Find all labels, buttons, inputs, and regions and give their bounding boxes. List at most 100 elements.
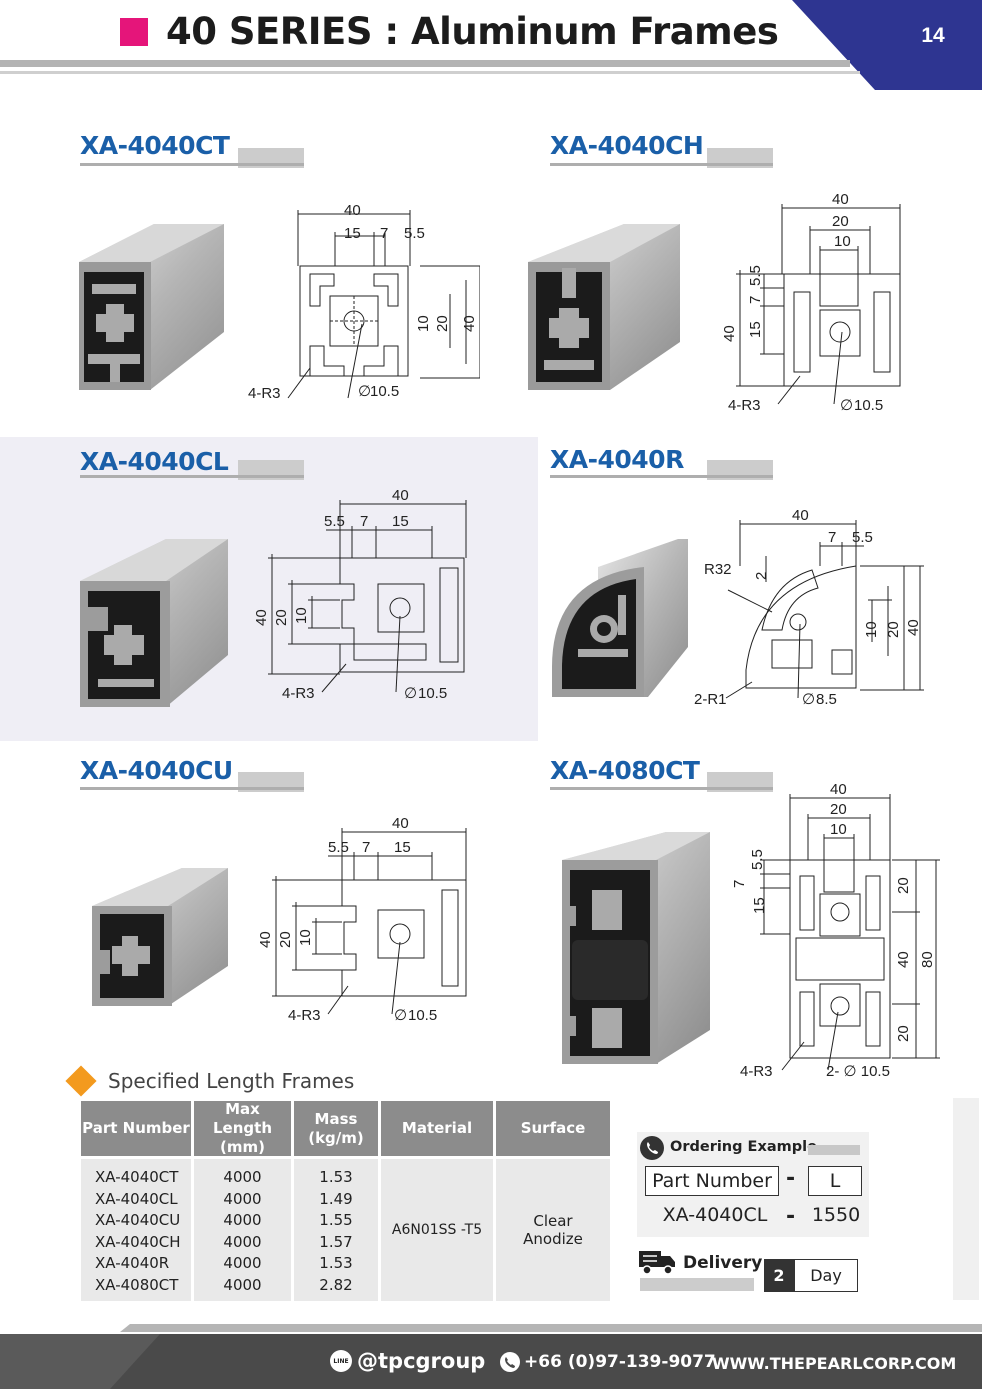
dim-label: 20 (273, 609, 290, 626)
header-rule-thin (0, 71, 860, 74)
profile-photo-4040cu (92, 868, 228, 1006)
table-cell: 4000 (223, 1275, 262, 1294)
dim-label: 15 (392, 513, 409, 530)
table-cell: Anodize (523, 1230, 583, 1248)
dim-label: 15 (394, 839, 411, 856)
table-cell: 4000 (223, 1232, 262, 1251)
dim-label: 7 (747, 296, 764, 304)
dim-label: 7 (362, 839, 370, 856)
title-underline (550, 475, 773, 478)
dim-label: 5.5 (324, 513, 345, 530)
product-title-4040ct: XA-4040CT (80, 131, 230, 160)
footer-website-link[interactable]: WWW.THEPEARLCORP.COM (712, 1354, 957, 1373)
table-cell: 4000 (223, 1254, 262, 1273)
footer-phone[interactable]: +66 (0)97-139-9077 (500, 1352, 716, 1372)
table-cell: XA-4040R (95, 1254, 170, 1273)
product-title-4080ct: XA-4080CT (550, 756, 700, 785)
dim-label: 10.5 (370, 383, 399, 400)
dim-label: 10 (830, 821, 847, 838)
dim-label: 7 (360, 513, 368, 530)
dim-label: 7 (380, 225, 388, 242)
table-header-length: Max Length (mm) (194, 1100, 291, 1156)
footer-social[interactable]: LINE @tpcgroup (330, 1349, 485, 1373)
profile-photo-4040ch (528, 224, 680, 390)
dim-label: 10 (863, 621, 880, 638)
table-column-material: A6N01SS -T5 (381, 1159, 493, 1301)
table-cell: 1.49 (319, 1189, 353, 1208)
dim-label: 4-R3 (248, 385, 281, 402)
dim-label: 10 (415, 315, 432, 332)
dim-label: 20 (434, 315, 451, 332)
ordering-title: Ordering Example (670, 1139, 817, 1155)
phone-icon (500, 1352, 520, 1372)
table-cell: 4000 (223, 1168, 262, 1186)
table-column-part: XA-4040CT XA-4040CL XA-4040CU XA-4040CH … (81, 1159, 191, 1301)
dim-label: 20 (895, 877, 912, 894)
profile-photo-4040r (552, 539, 688, 697)
dim-label: 40 (792, 507, 809, 524)
table-column-surface: Clear Anodize (496, 1159, 610, 1301)
drawing-4040r: 40 7 5.5 R32 2-R1 8.5 ∅ 2 10 20 40 (694, 507, 924, 708)
svg-text:∅: ∅ (358, 383, 371, 400)
header-tab (792, 0, 982, 90)
header-accent-square (120, 18, 148, 46)
product-title-4040cu: XA-4040CU (80, 756, 233, 785)
profile-photo-4040ct (79, 224, 224, 390)
footer-band (0, 1324, 982, 1389)
dim-label: 40 (895, 951, 912, 968)
ordering-dash: - (786, 1166, 796, 1191)
dim-label: 15 (751, 897, 768, 914)
spec-table: Part Number Max Length (mm) Mass (kg/m) … (81, 1100, 610, 1301)
dim-label: 10.5 (408, 1007, 437, 1024)
dim-label: 5.5 (852, 529, 873, 546)
truck-icon (639, 1251, 675, 1275)
dim-label: 40 (830, 781, 847, 798)
table-header-material: Material (381, 1101, 493, 1156)
table-cell: XA-4040CL (95, 1189, 178, 1208)
profile-photo-4080ct (562, 832, 710, 1064)
dim-label: 4-R3 (288, 1007, 321, 1024)
dim-label: 20 (832, 213, 849, 230)
table-cell: XA-4080CT (95, 1275, 179, 1294)
table-header-mass: Mass (kg/m) (294, 1101, 378, 1156)
delivery-unit: Day (794, 1259, 858, 1292)
spec-title: Specified Length Frames (108, 1069, 355, 1093)
footer-phone-number: +66 (0)97-139-9077 (524, 1352, 716, 1372)
drawing-4040cl: 40 5.5 7 15 4-R3 10.5 ∅ 40 20 10 (253, 487, 467, 702)
title-underline (80, 787, 304, 790)
drawing-4040ct: 40 15 7 5.5 4-R3 10.5 10 20 40 ∅ (248, 202, 480, 402)
title-underline (550, 163, 773, 166)
dim-label: 10 (297, 929, 314, 946)
product-title-4040cl: XA-4040CL (80, 447, 229, 476)
dim-label: 40 (392, 487, 409, 504)
delivery-value: 2 (764, 1259, 794, 1292)
ordering-example-length: 1550 (811, 1204, 861, 1226)
dim-label: 40 (461, 315, 478, 332)
line-app-icon: LINE (330, 1350, 352, 1372)
dim-label: 20 (277, 931, 294, 948)
dim-label: 20 (885, 621, 902, 638)
dim-label: 20 (895, 1025, 912, 1042)
dim-label: 40 (257, 931, 274, 948)
table-header-surface: Surface (496, 1101, 610, 1156)
dim-label: 5.5 (404, 225, 425, 242)
table-cell: A6N01SS -T5 (391, 1222, 483, 1238)
dim-label: R32 (704, 561, 732, 578)
dim-label: 40 (344, 202, 361, 219)
product-title-4040r: XA-4040R (550, 445, 684, 474)
svg-text:∅: ∅ (394, 1007, 407, 1024)
table-cell: 1.53 (319, 1254, 353, 1273)
delivery-title: Delivery (683, 1253, 763, 1273)
dim-label: 40 (832, 191, 849, 208)
dim-label: 4-R3 (728, 397, 761, 414)
drawing-4040ch: 40 20 10 4-R3 10.5 ∅ 5.5 7 15 40 (721, 191, 901, 414)
drawing-4040cu: 40 5.5 7 15 4-R3 10.5 ∅ 40 20 10 (257, 815, 467, 1024)
dim-label: 7 (731, 880, 748, 888)
dim-label: 15 (747, 321, 764, 338)
diamond-bullet-icon (65, 1065, 97, 1097)
dim-label: 40 (392, 815, 409, 832)
profile-photo-4040cl (80, 539, 228, 707)
dim-label: 4-R3 (282, 685, 315, 702)
phone-icon (640, 1136, 664, 1160)
table-cell: 1.55 (319, 1211, 353, 1230)
